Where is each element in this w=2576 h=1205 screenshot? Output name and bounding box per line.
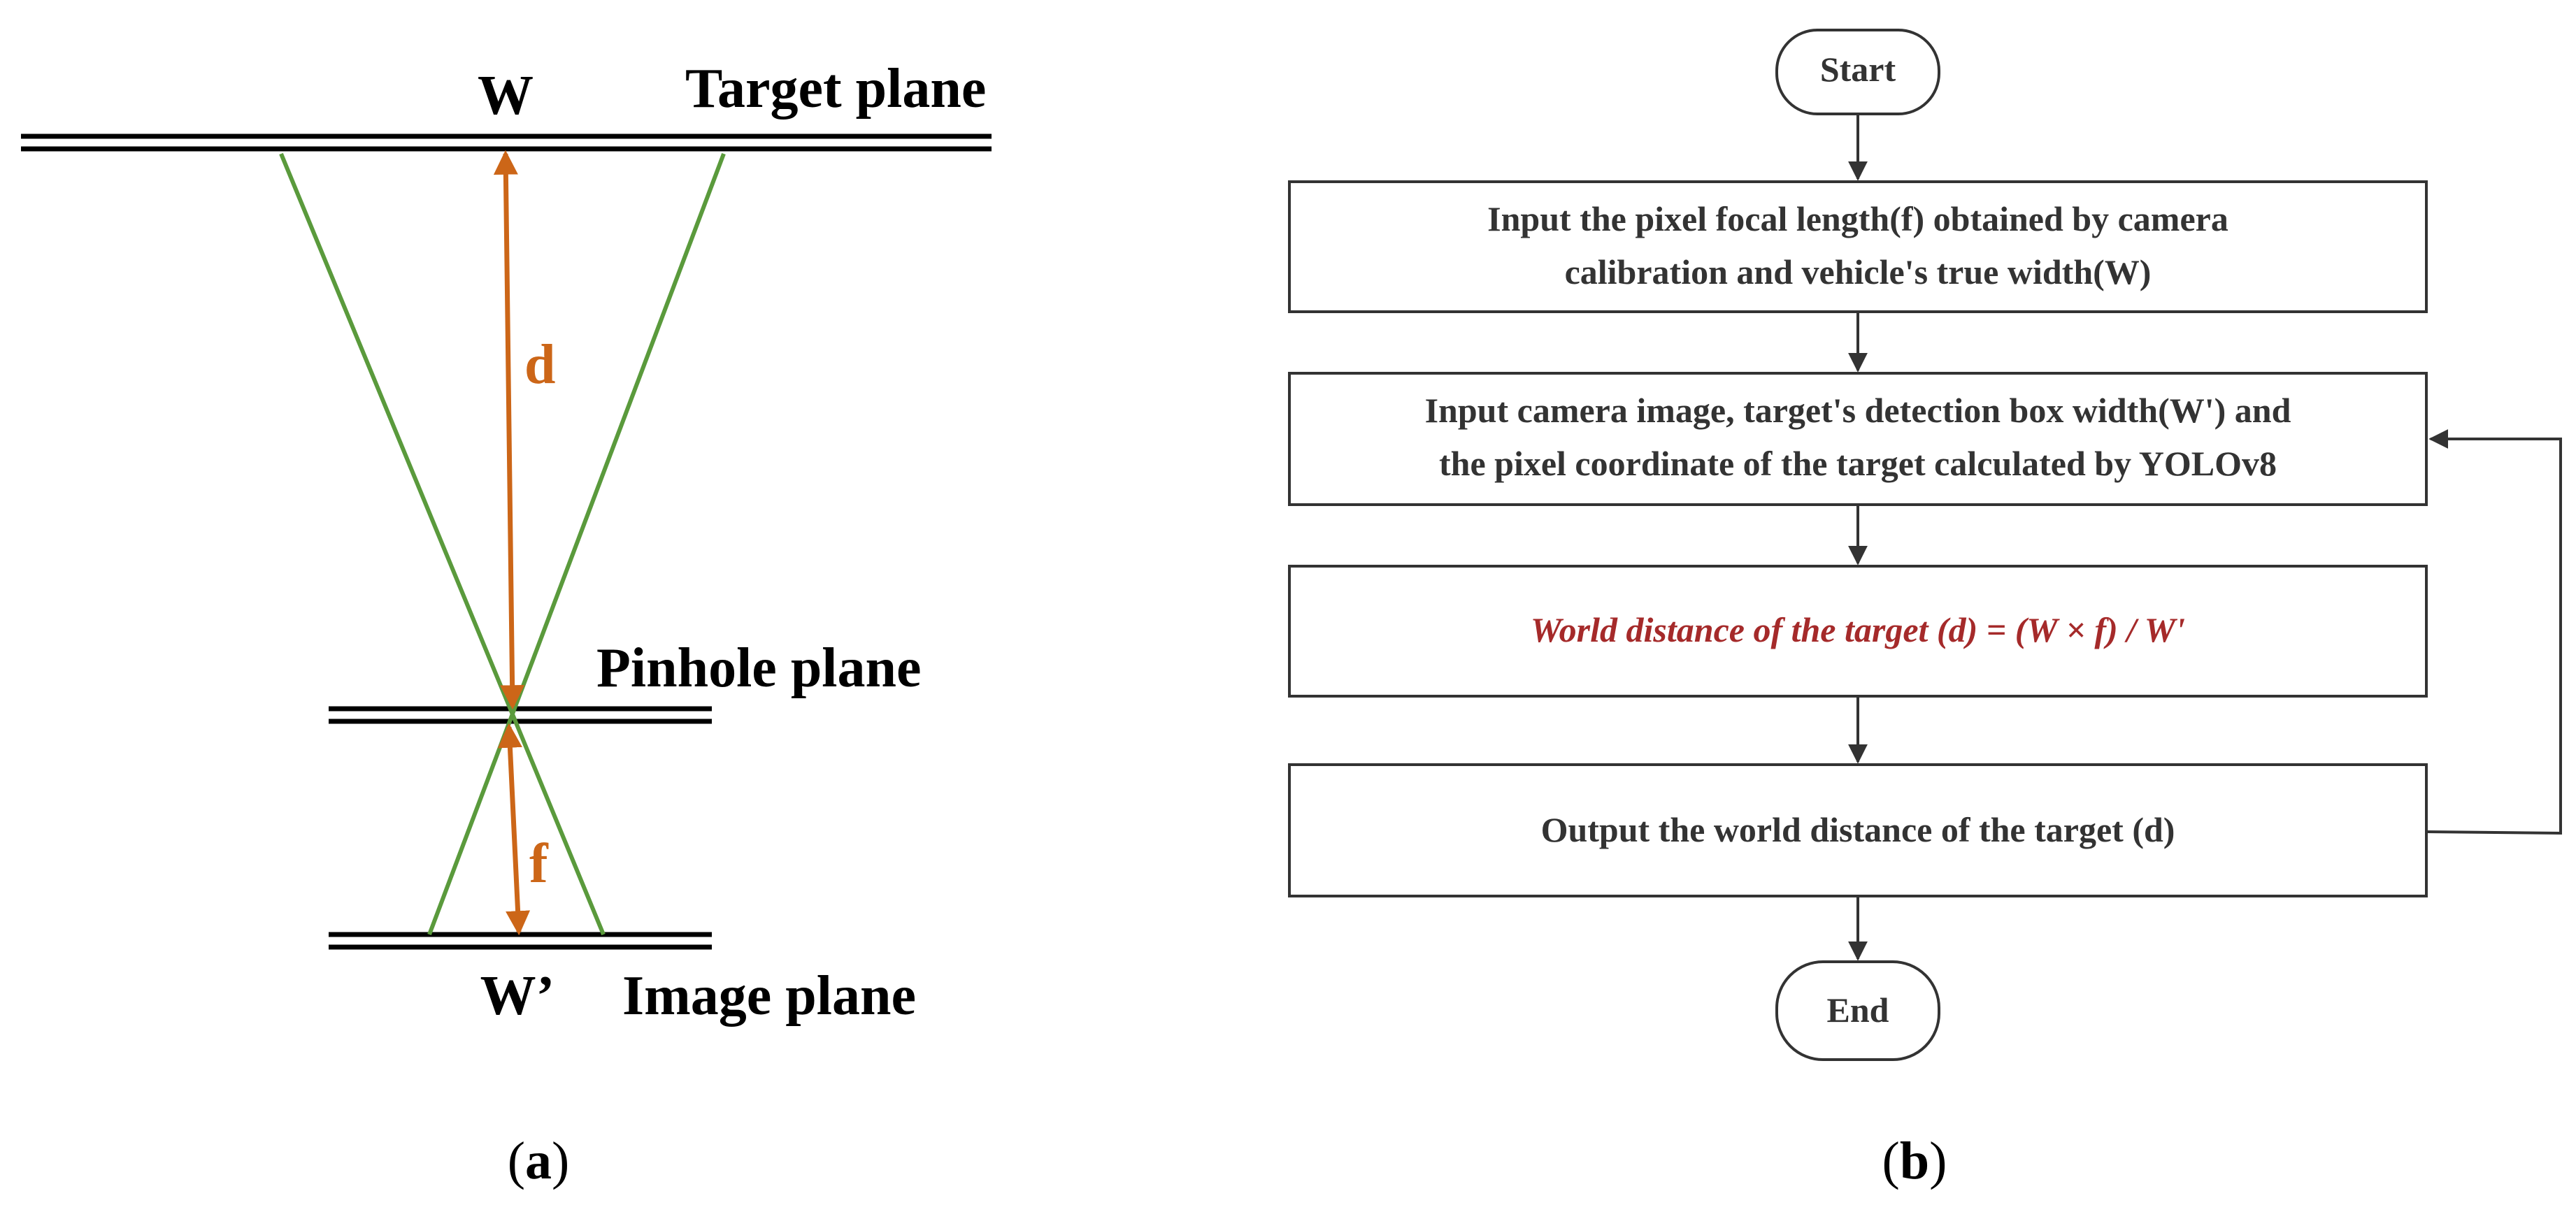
- panel-a-pinhole-diagram: W Target plane d Pinhole plane f W’ Imag…: [21, 58, 992, 1190]
- width-label-w: W: [478, 65, 534, 127]
- image-width-label: W’: [480, 965, 555, 1027]
- pinhole-plane-label: Pinhole plane: [596, 637, 922, 699]
- pinhole-plane-line: [329, 706, 712, 724]
- target-plane-line: [21, 134, 992, 152]
- start-node: Start: [1775, 29, 1940, 115]
- step4-label: Output the world distance of the target …: [1541, 810, 2175, 849]
- caption-b: (b): [1882, 1132, 1947, 1190]
- caption-a: (a): [508, 1132, 570, 1190]
- ray-right: [427, 152, 726, 936]
- step1-line2: calibration and vehicle's true width(W): [1565, 252, 2152, 291]
- step2-box: Input camera image, target's detection b…: [1288, 372, 2428, 506]
- distance-label-d: d: [524, 334, 556, 396]
- end-node: End: [1775, 960, 1940, 1061]
- end-label: End: [1827, 990, 1889, 1030]
- step2-line1: Input camera image, target's detection b…: [1425, 391, 2291, 430]
- start-label: Start: [1820, 50, 1896, 89]
- distance-arrow: [493, 150, 525, 710]
- step4-box: Output the world distance of the target …: [1288, 763, 2428, 897]
- step1-line1: Input the pixel focal length(f) obtained…: [1487, 199, 2228, 238]
- step3-box: World distance of the target (d) = (W × …: [1288, 565, 2428, 698]
- focal-arrow: [497, 723, 531, 936]
- image-plane-label: Image plane: [622, 965, 916, 1027]
- panel-b-flowchart: Start Input the pixel focal length(f) ob…: [1288, 29, 2562, 1190]
- step2-line2: the pixel coordinate of the target calcu…: [1439, 444, 2277, 483]
- target-plane-label: Target plane: [685, 58, 986, 120]
- ray-left: [279, 152, 606, 936]
- focal-label-f: f: [529, 833, 549, 895]
- image-plane-line: [329, 932, 712, 950]
- step1-box: Input the pixel focal length(f) obtained…: [1288, 180, 2428, 313]
- feedback-loop-arrow: [2426, 429, 2562, 835]
- step3-formula: World distance of the target (d) = (W × …: [1531, 610, 2185, 649]
